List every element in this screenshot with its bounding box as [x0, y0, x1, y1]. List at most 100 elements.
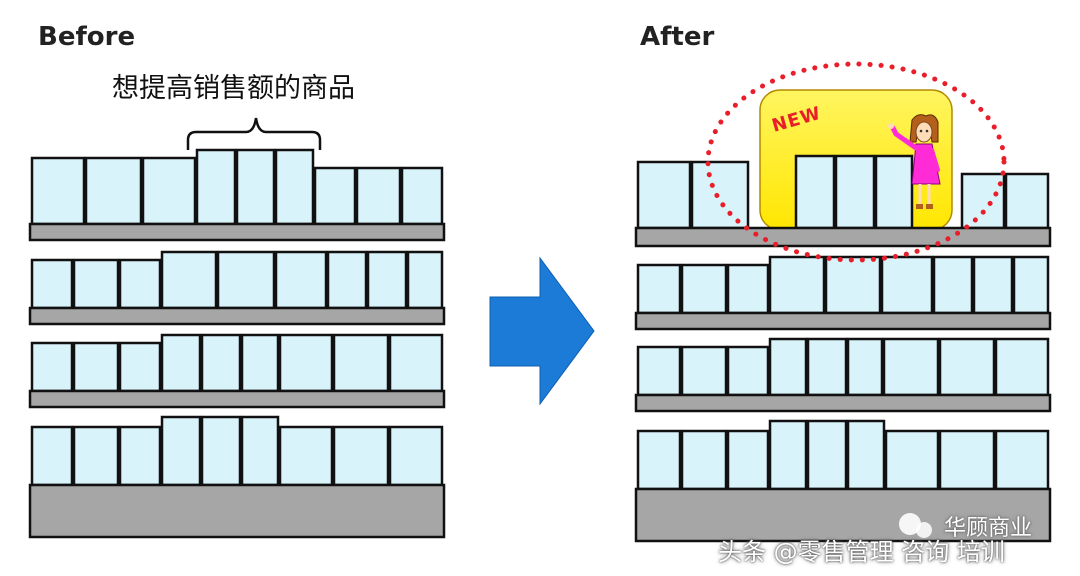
- shelf-base: [634, 487, 1052, 543]
- shelf-board: [634, 393, 1052, 413]
- product-block: [690, 160, 750, 230]
- featured-product-block: [160, 415, 202, 487]
- product-block: [768, 337, 808, 397]
- shelf-board: [28, 389, 446, 409]
- product-block: [313, 166, 357, 226]
- product-block: [768, 419, 808, 491]
- product-block: [216, 250, 276, 310]
- product-block: [355, 166, 402, 226]
- product-block: [636, 263, 682, 315]
- featured-product-block: [794, 154, 836, 230]
- product-block: [880, 255, 934, 315]
- product-block: [680, 345, 728, 397]
- highlight-dotted-ellipse: [705, 61, 1007, 263]
- product-block: [332, 425, 390, 487]
- product-block: [326, 250, 368, 310]
- product-block: [388, 425, 444, 487]
- product-block: [84, 156, 143, 226]
- bracket-marker: [186, 117, 322, 150]
- after-shelf-row-3: [634, 337, 1052, 413]
- product-block: [884, 429, 940, 491]
- product-block: [680, 263, 728, 315]
- watermark: [899, 513, 932, 538]
- product-block: [200, 333, 242, 393]
- product-block: [1004, 172, 1050, 230]
- product-block: [30, 156, 86, 226]
- product-block: [278, 425, 334, 487]
- product-block: [846, 419, 886, 491]
- featured-product-block: [200, 415, 242, 487]
- product-block: [882, 337, 940, 397]
- product-block: [72, 258, 120, 310]
- product-block: [726, 263, 770, 315]
- before-shelf-unit: [28, 148, 446, 539]
- product-block: [332, 333, 390, 393]
- product-block: [72, 341, 120, 393]
- shelf-board: [634, 226, 1052, 248]
- product-block: [30, 258, 74, 310]
- featured-product-block: [195, 148, 237, 226]
- product-block: [960, 172, 1006, 230]
- product-block: [1012, 255, 1050, 315]
- before-label: Before: [38, 22, 136, 52]
- watermark-caption: 头条 @零售管理 咨询 培训: [718, 538, 1005, 566]
- after-shelf-row-2: [634, 255, 1052, 331]
- product-block: [366, 250, 408, 310]
- after-label: After: [640, 22, 715, 52]
- product-block: [160, 333, 202, 393]
- shelf-board: [634, 311, 1052, 331]
- featured-product-block: [834, 154, 876, 230]
- product-block: [636, 160, 692, 230]
- product-block: [726, 345, 770, 397]
- product-block: [406, 250, 444, 310]
- product-block: [768, 255, 826, 315]
- product-block: [30, 341, 74, 393]
- product-block: [636, 429, 682, 491]
- featured-product-block: [240, 415, 280, 487]
- before-shelf-row-2: [28, 250, 446, 326]
- product-block: [972, 255, 1014, 315]
- product-block: [932, 255, 974, 315]
- watermark-brand: 华顾商业: [944, 516, 1033, 541]
- product-block: [240, 333, 280, 393]
- before-shelf-row-3: [28, 333, 446, 409]
- featured-product-block: [274, 148, 315, 226]
- product-block: [72, 425, 120, 487]
- product-block: [846, 337, 884, 397]
- product-block: [141, 156, 197, 226]
- product-block: [994, 429, 1050, 491]
- product-block: [806, 337, 848, 397]
- after-shelf-unit: NEW: [634, 61, 1052, 543]
- product-block: [118, 425, 162, 487]
- product-block: [388, 333, 444, 393]
- featured-product-block: [874, 154, 914, 230]
- product-block: [274, 250, 328, 310]
- product-block: [30, 425, 74, 487]
- shelf-board: [28, 222, 446, 242]
- product-block: [938, 337, 996, 397]
- product-block: [994, 337, 1050, 397]
- product-block: [160, 250, 218, 310]
- wechat-icon: [899, 513, 921, 535]
- before-shelf-row-4: [28, 415, 446, 539]
- after-shelf-row-4: [634, 419, 1052, 543]
- product-block: [680, 429, 728, 491]
- product-block: [726, 429, 770, 491]
- shelf-base: [28, 483, 446, 539]
- product-block: [278, 333, 334, 393]
- product-block: [400, 166, 444, 226]
- before-shelf-row-1: [28, 148, 446, 242]
- product-block: [938, 429, 996, 491]
- annotation-label: 想提高销售额的商品: [112, 73, 355, 104]
- transition-arrow: [489, 256, 595, 406]
- product-block: [118, 341, 162, 393]
- girl-character-icon: [888, 114, 941, 209]
- after-shelf-row-1: [634, 154, 1052, 248]
- shelf-board: [28, 306, 446, 326]
- featured-product-block: [235, 148, 276, 226]
- product-block: [636, 345, 682, 397]
- product-block: [824, 255, 882, 315]
- product-block: [118, 258, 162, 310]
- product-block: [806, 419, 848, 491]
